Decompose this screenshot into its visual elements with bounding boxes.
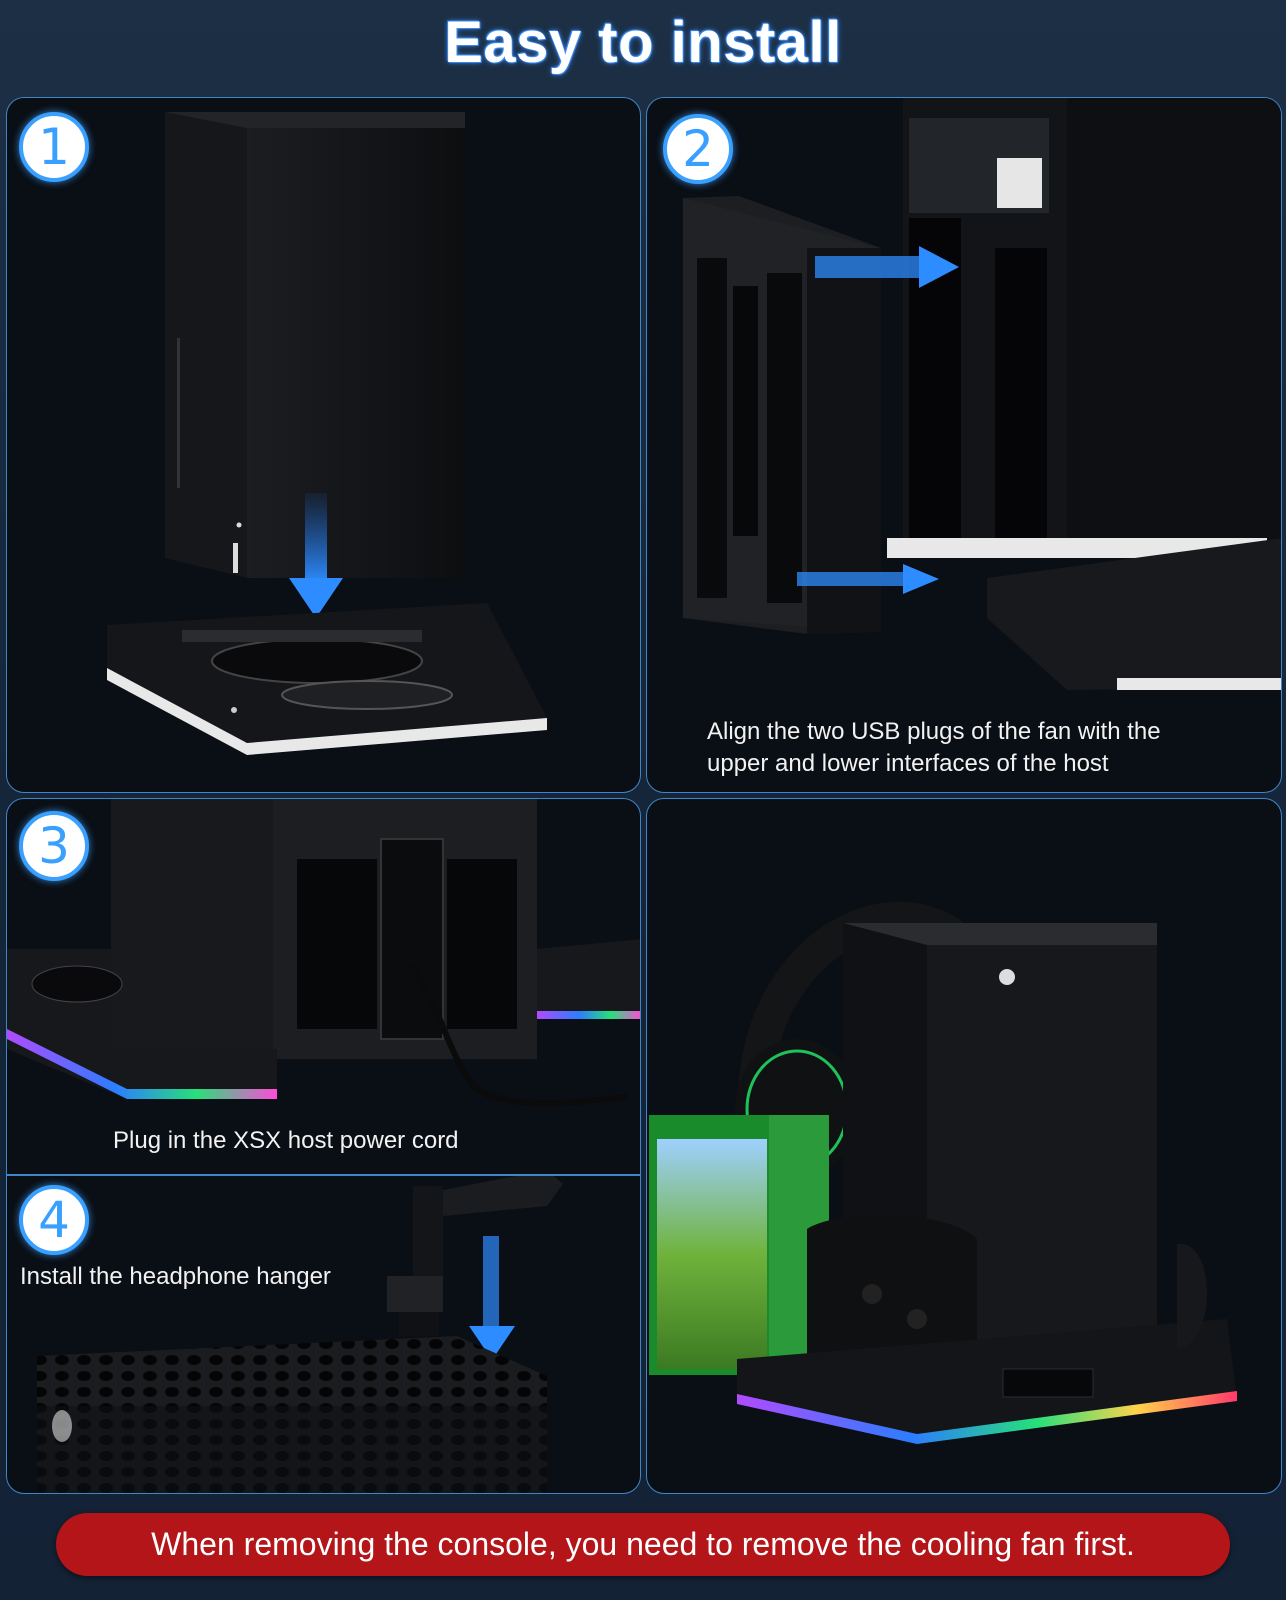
step-number-badge: 3 <box>19 811 89 881</box>
step-number-badge: 2 <box>663 114 733 184</box>
step-2-caption-line-2: upper and lower interfaces of the host <box>707 750 1109 777</box>
console-onto-stand-illustration <box>107 112 547 755</box>
completed-stand-illustration <box>649 902 1237 1444</box>
step-number-badge: 1 <box>19 112 89 182</box>
headphone-hanger-illustration <box>37 1176 563 1493</box>
step-4-caption: Install the headphone hanger <box>20 1263 331 1290</box>
step-2-caption-line-1: Align the two USB plugs of the fan with … <box>707 718 1161 745</box>
warning-banner: When removing the console, you need to r… <box>56 1513 1230 1576</box>
fan-attach-illustration <box>683 98 1281 690</box>
power-cord-illustration <box>7 799 640 1107</box>
final-setup-panel <box>646 798 1282 1494</box>
page-title: Easy to install <box>444 10 842 75</box>
step-1-panel: 1 <box>6 97 641 793</box>
step-3-4-panel: 3 Plug in the XSX host power cord 4 Inst… <box>6 798 641 1494</box>
panel-divider <box>7 1174 640 1176</box>
step-3-caption: Plug in the XSX host power cord <box>113 1127 459 1154</box>
step-number-badge: 4 <box>19 1185 89 1255</box>
step-2-panel: 2 Align the two USB plugs of the fan wit… <box>646 97 1282 793</box>
